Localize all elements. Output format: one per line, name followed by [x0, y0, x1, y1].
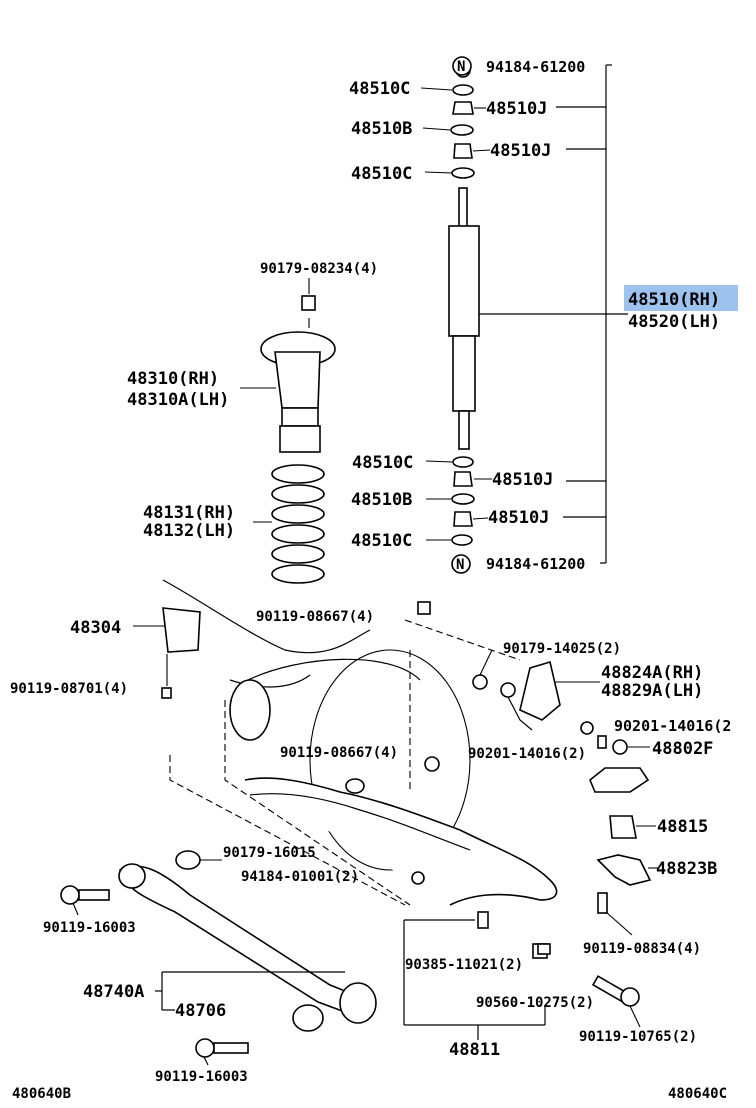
label-48510j-2: 48510J	[490, 141, 551, 161]
shock-absorber	[448, 187, 480, 450]
n-marker-top: N	[452, 56, 472, 76]
label-48510b-1: 48510B	[351, 119, 412, 139]
label-90179-14025: 90179-14025(2)	[503, 641, 621, 657]
n-marker-bottom-label: N	[456, 557, 464, 573]
label-48510c-2: 48510C	[351, 164, 412, 184]
part-labels: 94184-61200 48510C 48510J 48510B 48510J …	[10, 58, 731, 1102]
label-48510j-1: 48510J	[486, 99, 547, 119]
label-48802f: 48802F	[652, 739, 713, 759]
lower-bracket-lines	[155, 919, 546, 1040]
stabilizer-bushing	[596, 815, 658, 936]
label-48520-lh: 48520(LH)	[628, 312, 720, 332]
label-90201-14016-a: 90201-14016(2	[614, 717, 731, 735]
label-48510-rh: 48510(RH)	[628, 290, 720, 310]
label-48132-lh: 48132(LH)	[143, 521, 235, 541]
lateral-control-rod	[118, 850, 377, 1032]
upper-bolts	[417, 601, 533, 731]
label-90385-11021: 90385-11021(2)	[405, 957, 523, 973]
label-94184-61200-top: 94184-61200	[486, 58, 585, 76]
label-90560-10275: 90560-10275(2)	[476, 995, 594, 1011]
stabilizer-bracket	[519, 660, 600, 721]
label-48510c-4: 48510C	[351, 531, 412, 551]
label-48829a-lh: 48829A(LH)	[601, 681, 703, 701]
stabilizer-bar	[244, 756, 558, 959]
shock-upper-hardware	[450, 62, 475, 179]
label-48510c-3: 48510C	[352, 453, 413, 473]
label-48310a-lh: 48310A(LH)	[127, 390, 229, 410]
label-90119-16003-b: 90119-16003	[155, 1069, 248, 1085]
axle-housing	[162, 579, 521, 906]
label-48824a-rh: 48824A(RH)	[601, 663, 703, 683]
label-90119-08834: 90119-08834(4)	[583, 941, 701, 957]
label-48310-rh: 48310(RH)	[127, 369, 219, 389]
n-marker-top-label: N	[457, 59, 465, 75]
label-90179-08234: 90179-08234(4)	[260, 261, 378, 277]
coil-spring	[271, 464, 325, 584]
bolts-lower-right	[537, 943, 641, 1028]
label-48740a: 48740A	[83, 982, 144, 1002]
bump-stopper	[260, 295, 336, 453]
label-90119-10765: 90119-10765(2)	[579, 1029, 697, 1045]
label-90119-08667-a: 90119-08667(4)	[256, 609, 374, 625]
label-48706: 48706	[175, 1001, 226, 1021]
label-48304: 48304	[70, 618, 121, 638]
code-left: 480640B	[12, 1086, 71, 1102]
label-48811: 48811	[449, 1040, 500, 1060]
label-90179-16015: 90179-16015	[223, 845, 316, 861]
label-94184-01001: 94184-01001(2)	[241, 869, 359, 885]
label-90201-14016-b: 90201-14016(2)	[468, 746, 586, 762]
stabilizer-link	[580, 721, 650, 793]
code-right: 480640C	[668, 1086, 727, 1102]
label-48815: 48815	[657, 817, 708, 837]
shock-bracket-lines	[420, 64, 628, 564]
label-90119-08701: 90119-08701(4)	[10, 681, 128, 697]
label-48510b-2: 48510B	[351, 490, 412, 510]
label-48510j-4: 48510J	[488, 508, 549, 528]
label-48131-rh: 48131(RH)	[143, 503, 235, 523]
label-94184-61200-bottom: 94184-61200	[486, 555, 585, 573]
label-48510j-3: 48510J	[492, 470, 553, 490]
label-90119-08667-b: 90119-08667(4)	[280, 745, 398, 761]
highlight-box	[624, 285, 738, 311]
n-marker-bottom: N	[451, 554, 471, 574]
label-48823b: 48823B	[656, 859, 717, 879]
label-90119-16003-a: 90119-16003	[43, 920, 136, 936]
bolts-lower-left	[60, 885, 249, 1066]
bracket-48304	[133, 607, 201, 699]
label-48510c-1: 48510C	[349, 79, 410, 99]
shock-lower-hardware	[451, 456, 475, 571]
